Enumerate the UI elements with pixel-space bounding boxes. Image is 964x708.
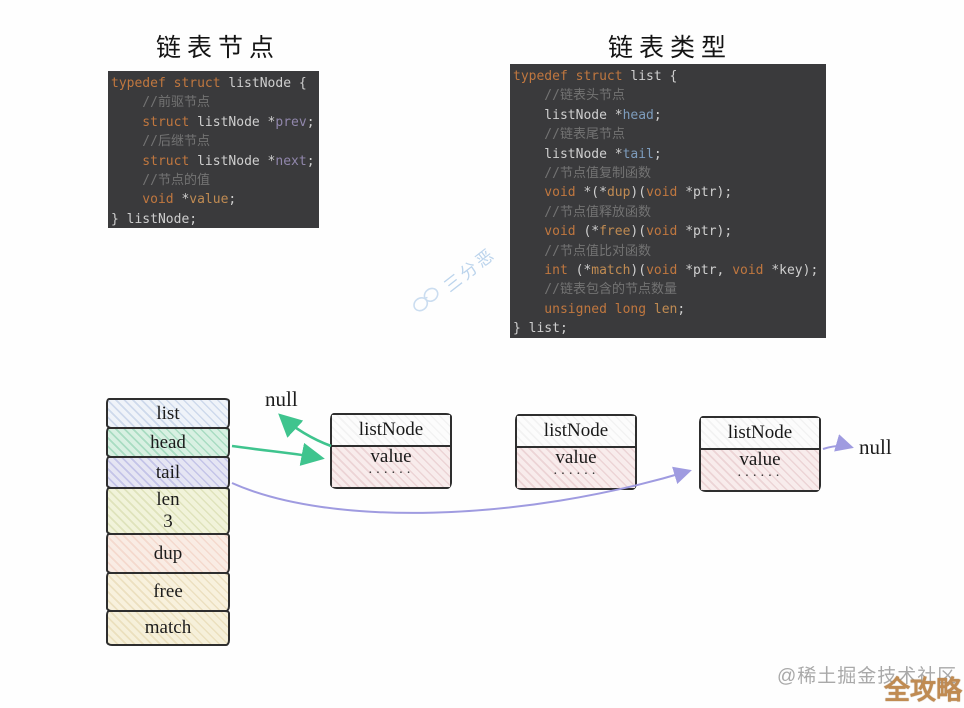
stack-cell-dup: dup: [106, 533, 230, 574]
stack-cell-len: len 3: [106, 487, 230, 535]
arrow-head-to-node1: [231, 442, 325, 466]
watermark-text: 三分恶: [440, 244, 500, 297]
listnode-dots: ······: [368, 466, 414, 481]
listnode-value: value: [555, 447, 597, 468]
stack-cell-tail: tail: [106, 456, 230, 489]
listnode-title: listNode: [332, 415, 450, 447]
glasses-doodle-icon: [407, 281, 448, 320]
listnode-body: value ······: [517, 448, 635, 488]
arrow-node3-next-to-null: [822, 434, 854, 452]
null-label-prev: null: [265, 387, 298, 411]
cell-label: tail: [155, 461, 181, 483]
stack-cell-free: free: [106, 572, 230, 612]
arrow-node1-prev-to-null: [278, 413, 332, 448]
listnode-title: listNode: [517, 416, 635, 448]
len-value: 3: [163, 511, 173, 532]
cell-label: list: [156, 402, 180, 424]
null-label-next: null: [859, 435, 892, 459]
stack-cell-match: match: [106, 610, 230, 646]
listnode-dots: ······: [737, 469, 783, 484]
listnode-struct-code: typedef struct listNode { //前驱节点 struct …: [108, 71, 319, 228]
listnode-body: value ······: [701, 450, 819, 490]
listnode-box-3: listNode value ······: [699, 416, 821, 492]
watermark: 三分恶: [407, 240, 500, 321]
list-struct-code: typedef struct list { //链表头节点 listNode *…: [510, 64, 826, 338]
cell-label: dup: [153, 542, 183, 564]
listnode-value: value: [739, 449, 781, 470]
listnode-body: value ······: [332, 447, 450, 487]
listnode-box-1: listNode value ······: [330, 413, 452, 489]
right-section-title: 链表类型: [607, 35, 732, 62]
badge-text: 全攻略: [884, 675, 963, 705]
stack-cell-head: head: [106, 427, 230, 458]
left-section-title: 链表节点: [155, 35, 280, 62]
listnode-title: listNode: [701, 418, 819, 450]
cell-label: head: [150, 431, 186, 453]
listnode-dots: ······: [553, 467, 599, 482]
stack-cell-list: list: [106, 398, 230, 429]
cell-label: len: [156, 489, 180, 510]
community-credit: @稀土掘金技术社区: [777, 666, 958, 687]
listnode-box-2: listNode value ······: [515, 414, 637, 490]
cell-label: free: [153, 581, 183, 602]
cell-label: match: [144, 617, 192, 638]
listnode-value: value: [370, 446, 412, 467]
list-struct-stack: list head tail len 3 dup free match: [106, 398, 230, 646]
